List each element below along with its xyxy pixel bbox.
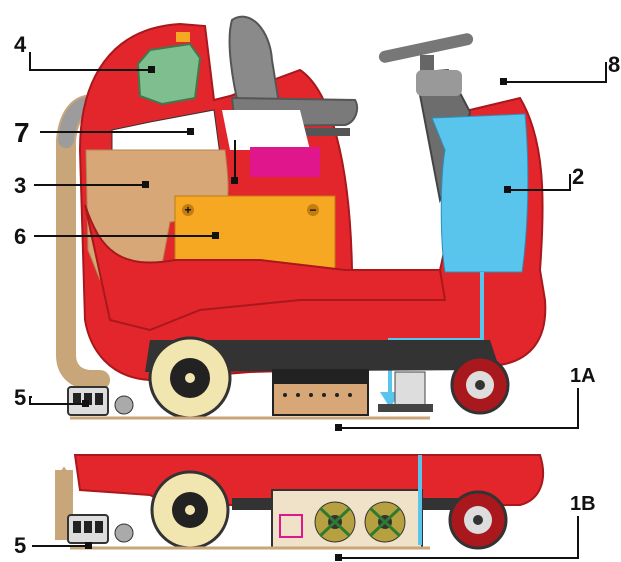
battery-plus-symbol: + [184, 203, 191, 217]
vacuum-squeegee-head-1b [68, 515, 133, 543]
callout-label-6: 6 [14, 224, 26, 249]
vacuum-squeegee-head-1a [68, 387, 133, 415]
control-unit [250, 147, 320, 177]
callout-8: 8 [500, 52, 620, 85]
solution-tank [432, 114, 528, 272]
rear-wheel [452, 357, 508, 413]
battery-minus-symbol: − [309, 203, 316, 217]
callout-label-1a: 1A [570, 365, 596, 387]
callout-label-3: 3 [14, 173, 26, 198]
callout-label-7: 7 [14, 117, 30, 148]
machine-bottom-view [57, 455, 543, 548]
callout-label-4: 4 [14, 32, 27, 57]
callout-label-1b: 1B [570, 493, 596, 515]
callout-label-5-top: 5 [14, 385, 26, 410]
brush-deck-1a [273, 370, 368, 415]
machine-top-view: + − [60, 17, 545, 418]
brush-icon [272, 490, 422, 548]
callout-label-5-bottom: 5 [14, 533, 26, 558]
callout-label-2: 2 [572, 164, 584, 189]
wheel-icon [150, 338, 230, 418]
callout-label-8: 8 [608, 52, 620, 77]
rear-wheel-lower [450, 492, 506, 548]
front-wheel-lower [152, 472, 228, 548]
